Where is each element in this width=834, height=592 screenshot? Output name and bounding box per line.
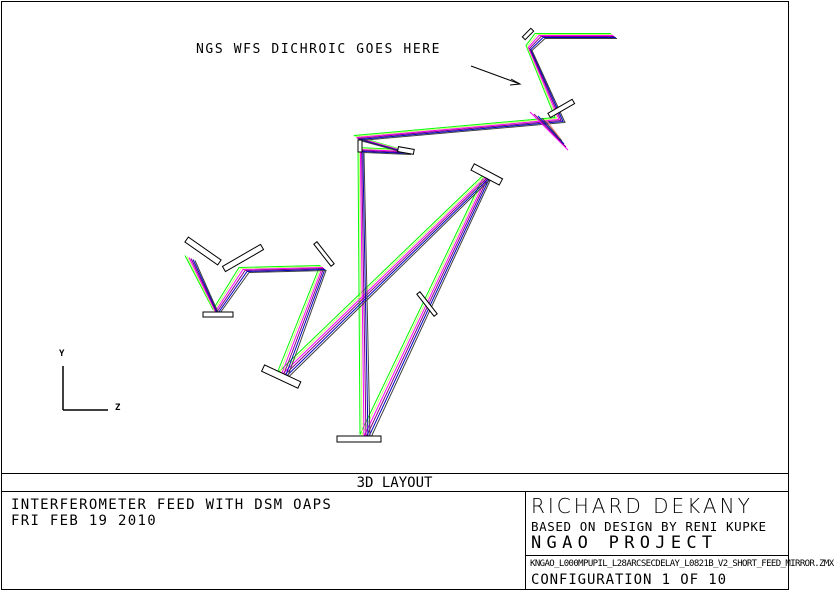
ray-path-3 bbox=[188, 35, 614, 437]
ray-path-2 bbox=[186, 34, 613, 436]
view-title: 3D LAYOUT bbox=[356, 475, 433, 491]
pickoff-mirror bbox=[416, 291, 438, 317]
ray-fan-line-2 bbox=[533, 113, 567, 148]
title-block-lines bbox=[1, 1, 789, 590]
ray-path-4 bbox=[190, 36, 615, 438]
ray-path-5 bbox=[192, 37, 616, 439]
ray-fan-line-1 bbox=[529, 111, 569, 151]
mirror-top-left bbox=[357, 139, 363, 153]
fold-mirror-center bbox=[313, 241, 335, 267]
oap-top-right bbox=[547, 98, 576, 119]
ray-path-1 bbox=[184, 33, 611, 435]
description-line-1: INTERFEROMETER FEED WITH DSM OAPS bbox=[11, 497, 333, 513]
ray-fan-line-4 bbox=[541, 117, 563, 142]
optical-elements bbox=[184, 27, 576, 443]
optical-layout-drawing bbox=[1, 1, 789, 590]
author-name: RICHARD DEKANY bbox=[531, 494, 753, 518]
y-axis-label: Y bbox=[59, 349, 65, 359]
configuration-label: CONFIGURATION 1 OF 10 bbox=[531, 572, 727, 588]
outer-border bbox=[1, 1, 789, 590]
oap-upper-right bbox=[470, 163, 504, 186]
dichroic-annotation-label: NGS WFS DICHROIC GOES HERE bbox=[196, 42, 442, 57]
ray-bundles bbox=[184, 33, 617, 440]
flat-mirror-left bbox=[202, 311, 234, 318]
project-name: NGAO PROJECT bbox=[531, 533, 718, 553]
ray-path-6 bbox=[194, 38, 617, 440]
dichroic-fold bbox=[521, 27, 535, 41]
coordinate-axes bbox=[62, 366, 108, 411]
lens-filename: KNGAO_L000MPUPIL_L28ARCSECDELAY_L0821B_V… bbox=[530, 559, 834, 569]
based-on-credit: BASED ON DESIGN BY RENI KUPKE bbox=[531, 519, 767, 534]
oap-lower-left bbox=[260, 364, 302, 389]
flat-mirror-bottom bbox=[336, 435, 382, 443]
ray-fan-line-5 bbox=[545, 119, 561, 139]
annotation-arrow bbox=[470, 65, 522, 86]
ray-fan-line-3 bbox=[537, 115, 565, 145]
z-axis-label: Z bbox=[115, 403, 121, 413]
description-date: FRI FEB 19 2010 bbox=[11, 513, 157, 529]
fold-mirror-left-b bbox=[221, 243, 265, 273]
mirror-small bbox=[397, 146, 415, 155]
fold-mirror-left-a bbox=[184, 236, 222, 266]
